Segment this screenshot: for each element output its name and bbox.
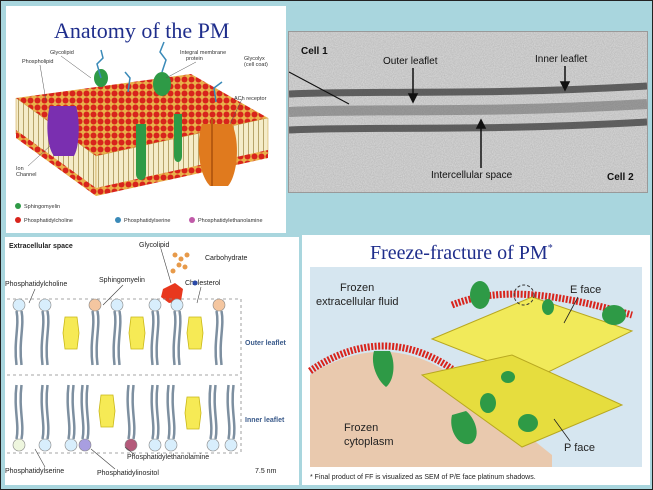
em-micrograph: Cell 1 Cell 2 Outer leaflet Inner leafle… [289,32,647,192]
label-glycolipid: Glycolipid [139,242,169,249]
integral-protein-1 [136,124,146,180]
ion-channel-protein [47,106,78,156]
label-cell-2: Cell 2 [607,172,634,183]
label-frozen-fluid-2: extracellular fluid [316,296,399,308]
label-ach-receptor: ACh receptor [234,96,267,102]
ach-receptor-protein [199,124,237,186]
anatomy-illustration: Anatomy of the PM [6,6,286,233]
legend-phosphatidylserine: Phosphatidylserine [124,218,170,224]
label-outer-leaflet: Outer leaflet [383,56,438,67]
label-ion-2: Channel [16,172,37,178]
footnote: * Final product of FF is visualized as S… [310,474,536,481]
label-phosphatidylcholine: Phosphatidylcholine [5,281,67,288]
label-phosphatidylethanolamine: Phosphatidylethanolamine [127,454,209,461]
label-glycolyx-2: (cell coat) [244,62,268,68]
label-carbohydrate: Carbohydrate [205,255,248,262]
legend-sphingomyelin: Sphingomyelin [24,204,60,210]
legend-phosphatidylethanolamine: Phosphatidylethanolamine [198,218,263,224]
label-phosphatidylserine: Phosphatidylserine [5,468,64,475]
label-inner-leaflet: Inner leaflet [535,54,587,65]
label-glycolipid: Glycolipid [50,50,74,56]
legend-phosphatidylcholine: Phosphatidylcholine [24,218,73,224]
label-sphingomyelin: Sphingomyelin [99,277,145,284]
label-p-face: P face [564,442,595,454]
freeze-fracture-illustration: Freeze-fracture of PM* [302,235,650,485]
label-extracellular-space: Extracellular space [9,243,73,250]
label-frozen-cyto-2: cytoplasm [344,436,394,448]
integral-protein-2 [174,114,182,162]
label-e-face: E face [570,284,601,296]
label-integral-protein-2: protein [186,56,203,62]
freeze-fracture-title: Freeze-fracture of PM* [370,242,553,264]
freeze-fracture-panel: Freeze-fracture of PM* [302,235,650,485]
label-frozen-cyto-1: Frozen [344,422,378,434]
label-cell-1: Cell 1 [301,46,328,57]
label-phospholipid: Phospholipid [22,59,54,65]
cholesterol-head [193,281,198,286]
bilayer-diagram-panel: Extracellular space Glycolipid Carbohydr… [5,237,299,485]
label-scale: 7.5 nm [255,468,277,475]
label-outer-leaflet: Outer leaflet [245,340,287,347]
integral-protein-top [153,72,171,96]
micrograph-panel: Cell 1 Cell 2 Outer leaflet Inner leafle… [288,31,648,193]
label-cholesterol: Cholesterol [185,280,221,287]
page-title: Anatomy of the PM [54,18,229,43]
bilayer-diagram: Extracellular space Glycolipid Carbohydr… [5,237,299,485]
lipid-legend: Sphingomyelin Phosphatidylcholine Phosph… [15,203,263,224]
label-frozen-fluid-1: Frozen [340,282,374,294]
label-inner-leaflet: Inner leaflet [245,417,285,424]
label-intercellular-space: Intercellular space [431,170,513,181]
anatomy-panel: Anatomy of the PM [6,6,286,233]
label-phosphatidylinositol: Phosphatidylinositol [97,470,159,477]
